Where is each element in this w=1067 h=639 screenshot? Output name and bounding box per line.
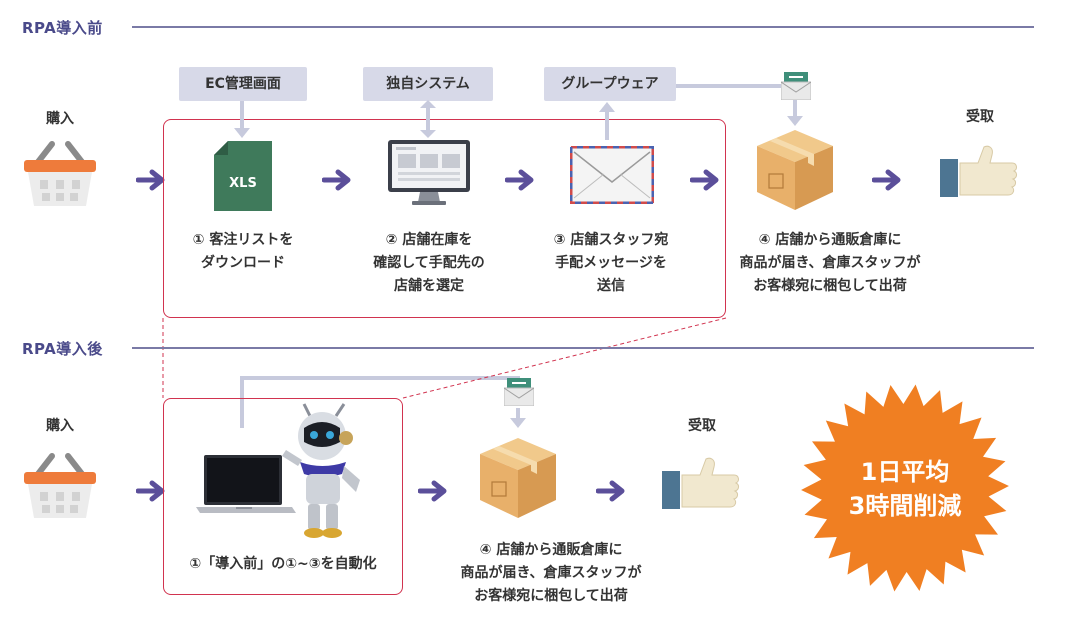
- arrow-right-icon: [505, 169, 534, 191]
- step1-caption: ① 客注リストをダウンロード: [192, 232, 294, 271]
- arrow-right-icon: [136, 480, 165, 502]
- step4-caption-before: ④ 店舗から通販倉庫に商品が届き、倉庫スタッフがお客様宛に梱包して出荷: [739, 232, 921, 294]
- shopping-basket-icon: [24, 453, 96, 518]
- arrow-right-icon: [690, 169, 719, 191]
- arrow-right-icon: [872, 169, 901, 191]
- time-saving-burst-badge: [801, 384, 1009, 592]
- envelope-icon: [570, 146, 654, 204]
- tag-own-system: 独自システム: [363, 67, 493, 101]
- section-divider-before: [132, 26, 1034, 28]
- thumbs-up-icon: [940, 145, 1017, 197]
- mail-notification-icon: [504, 378, 534, 406]
- package-box-icon: [480, 438, 556, 518]
- before-manual-steps-frame: [163, 119, 726, 318]
- arrow-right-icon: [136, 169, 165, 191]
- step2-caption: ② 店舗在庫を確認して手配先の店舗を選定: [373, 232, 485, 294]
- laptop-icon: [196, 455, 296, 513]
- section-divider-after: [132, 347, 1034, 349]
- arrow-right-icon: [596, 480, 625, 502]
- tag-ec-admin: EC管理画面: [179, 67, 307, 101]
- mail-notification-icon: [781, 72, 811, 100]
- step4-caption-after: ④ 店舗から通販倉庫に商品が届き、倉庫スタッフがお客様宛に梱包して出荷: [460, 542, 642, 604]
- purchase-label-after: 購入: [46, 418, 74, 434]
- shopping-basket-icon: [24, 141, 96, 206]
- automation-caption: ①「導入前」の①~③を自動化: [189, 556, 377, 572]
- purchase-label-before: 購入: [46, 111, 74, 127]
- section-title-after: RPA導入後: [22, 340, 103, 358]
- receive-label-before: 受取: [966, 109, 994, 125]
- arrow-right-icon: [322, 169, 351, 191]
- robot-icon: [282, 403, 360, 538]
- tag-groupware: グループウェア: [544, 67, 676, 101]
- receive-label-after: 受取: [688, 418, 716, 434]
- after-automation-frame: [163, 398, 403, 595]
- arrow-right-icon: [418, 480, 447, 502]
- monitor-icon: [388, 140, 470, 205]
- section-title-before: RPA導入前: [22, 19, 103, 37]
- package-box-icon: [757, 130, 833, 210]
- xls-file-icon: XLS: [214, 141, 272, 211]
- thumbs-up-icon: [662, 457, 739, 509]
- step3-caption: ③ 店舗スタッフ宛手配メッセージを送信: [553, 232, 669, 294]
- xls-label: XLS: [229, 176, 257, 191]
